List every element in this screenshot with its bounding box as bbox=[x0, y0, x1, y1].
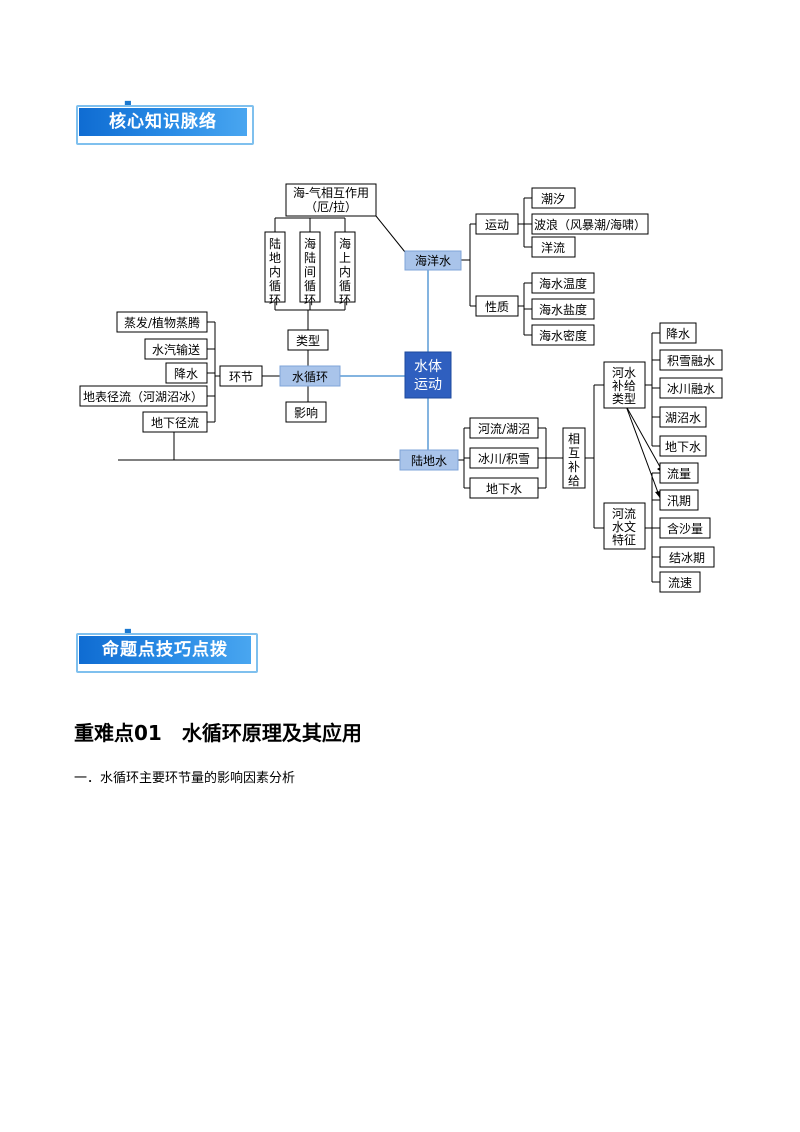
banner-frame bbox=[76, 105, 254, 145]
center-label-1: 水体 bbox=[414, 359, 442, 375]
center-label-2: 运动 bbox=[414, 377, 442, 393]
banner-title: 核心知识脉络 bbox=[79, 108, 247, 136]
section-subtitle: 一．水循环主要环节量的影响因素分析 bbox=[74, 771, 296, 786]
type-label: 类型 bbox=[296, 334, 320, 348]
property-item-3: 海水密度 bbox=[539, 328, 587, 343]
property-item-1: 海水温度 bbox=[539, 276, 587, 291]
banner-frame bbox=[76, 633, 258, 673]
air-sea-line-1: 海-气相互作用 bbox=[293, 185, 369, 200]
hydro-item-2: 汛期 bbox=[667, 494, 691, 508]
mutual-supply: 相互补给 bbox=[568, 432, 580, 488]
motion-item-2: 波浪（风暴潮/海啸） bbox=[534, 217, 646, 232]
land-item-2: 冰川/积雪 bbox=[478, 452, 530, 466]
link-item-1: 蒸发/植物蒸腾 bbox=[124, 315, 200, 330]
motion-label: 运动 bbox=[485, 218, 509, 232]
banner-title: 命题点技巧点拨 bbox=[79, 636, 251, 664]
motion-item-1: 潮汐 bbox=[541, 191, 565, 206]
ocean-label: 海洋水 bbox=[415, 253, 451, 268]
property-item-2: 海水盐度 bbox=[539, 302, 587, 317]
link-item-2: 水汽输送 bbox=[152, 342, 200, 357]
cycle-type-sea: 海上内循环 bbox=[339, 236, 351, 307]
hydro-item-5: 流速 bbox=[668, 576, 692, 590]
cycle-type-land: 陆地内循环 bbox=[269, 236, 281, 307]
motion-item-3: 洋流 bbox=[541, 240, 565, 255]
property-label: 性质 bbox=[485, 300, 509, 314]
land-item-1: 河流/湖沼 bbox=[478, 421, 530, 436]
hydro-item-4: 结冰期 bbox=[669, 551, 705, 565]
land-item-3: 地下水 bbox=[486, 482, 522, 496]
link-item-5: 地下径流 bbox=[151, 416, 199, 430]
supply-item-4: 湖沼水 bbox=[665, 410, 701, 425]
supply-item-1: 降水 bbox=[666, 327, 690, 341]
water-cycle-label: 水循环 bbox=[292, 370, 328, 384]
link-item-3: 降水 bbox=[174, 367, 198, 381]
supply-item-3: 冰川融水 bbox=[667, 382, 715, 396]
section-title: 重难点01 水循环原理及其应用 bbox=[74, 721, 362, 745]
air-sea-line-2: （厄/拉） bbox=[305, 199, 357, 214]
river-hydro-feature: 河流水文特征 bbox=[612, 507, 636, 547]
influence-label: 影响 bbox=[294, 405, 318, 420]
supply-item-2: 积雪融水 bbox=[667, 354, 715, 368]
link-label: 环节 bbox=[229, 370, 253, 384]
link-item-4: 地表径流（河湖沼冰） bbox=[83, 389, 203, 404]
cycle-type-sea-land: 海陆间循环 bbox=[304, 236, 316, 307]
hydro-item-1: 流量 bbox=[667, 467, 691, 481]
hydro-item-3: 含沙量 bbox=[667, 521, 703, 536]
supply-item-5: 地下水 bbox=[665, 440, 701, 454]
land-water-label: 陆地水 bbox=[411, 453, 447, 468]
river-supply-type: 河水补给类型 bbox=[612, 366, 636, 406]
